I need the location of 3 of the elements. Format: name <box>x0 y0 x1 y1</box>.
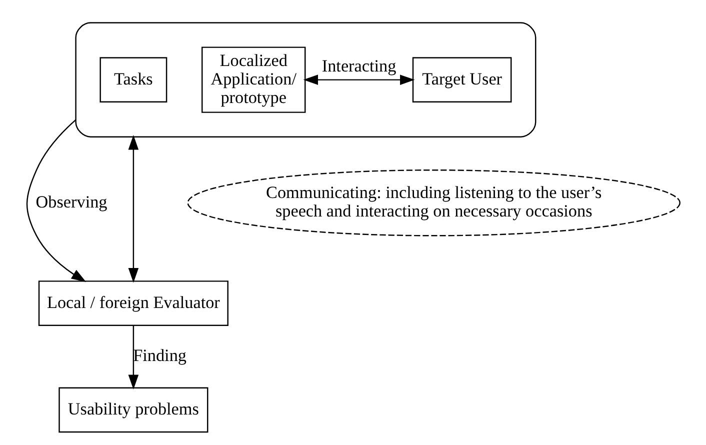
edge-label: Interacting <box>321 56 396 76</box>
edge-label: Observing <box>35 192 107 212</box>
edge-label: Finding <box>132 346 186 366</box>
